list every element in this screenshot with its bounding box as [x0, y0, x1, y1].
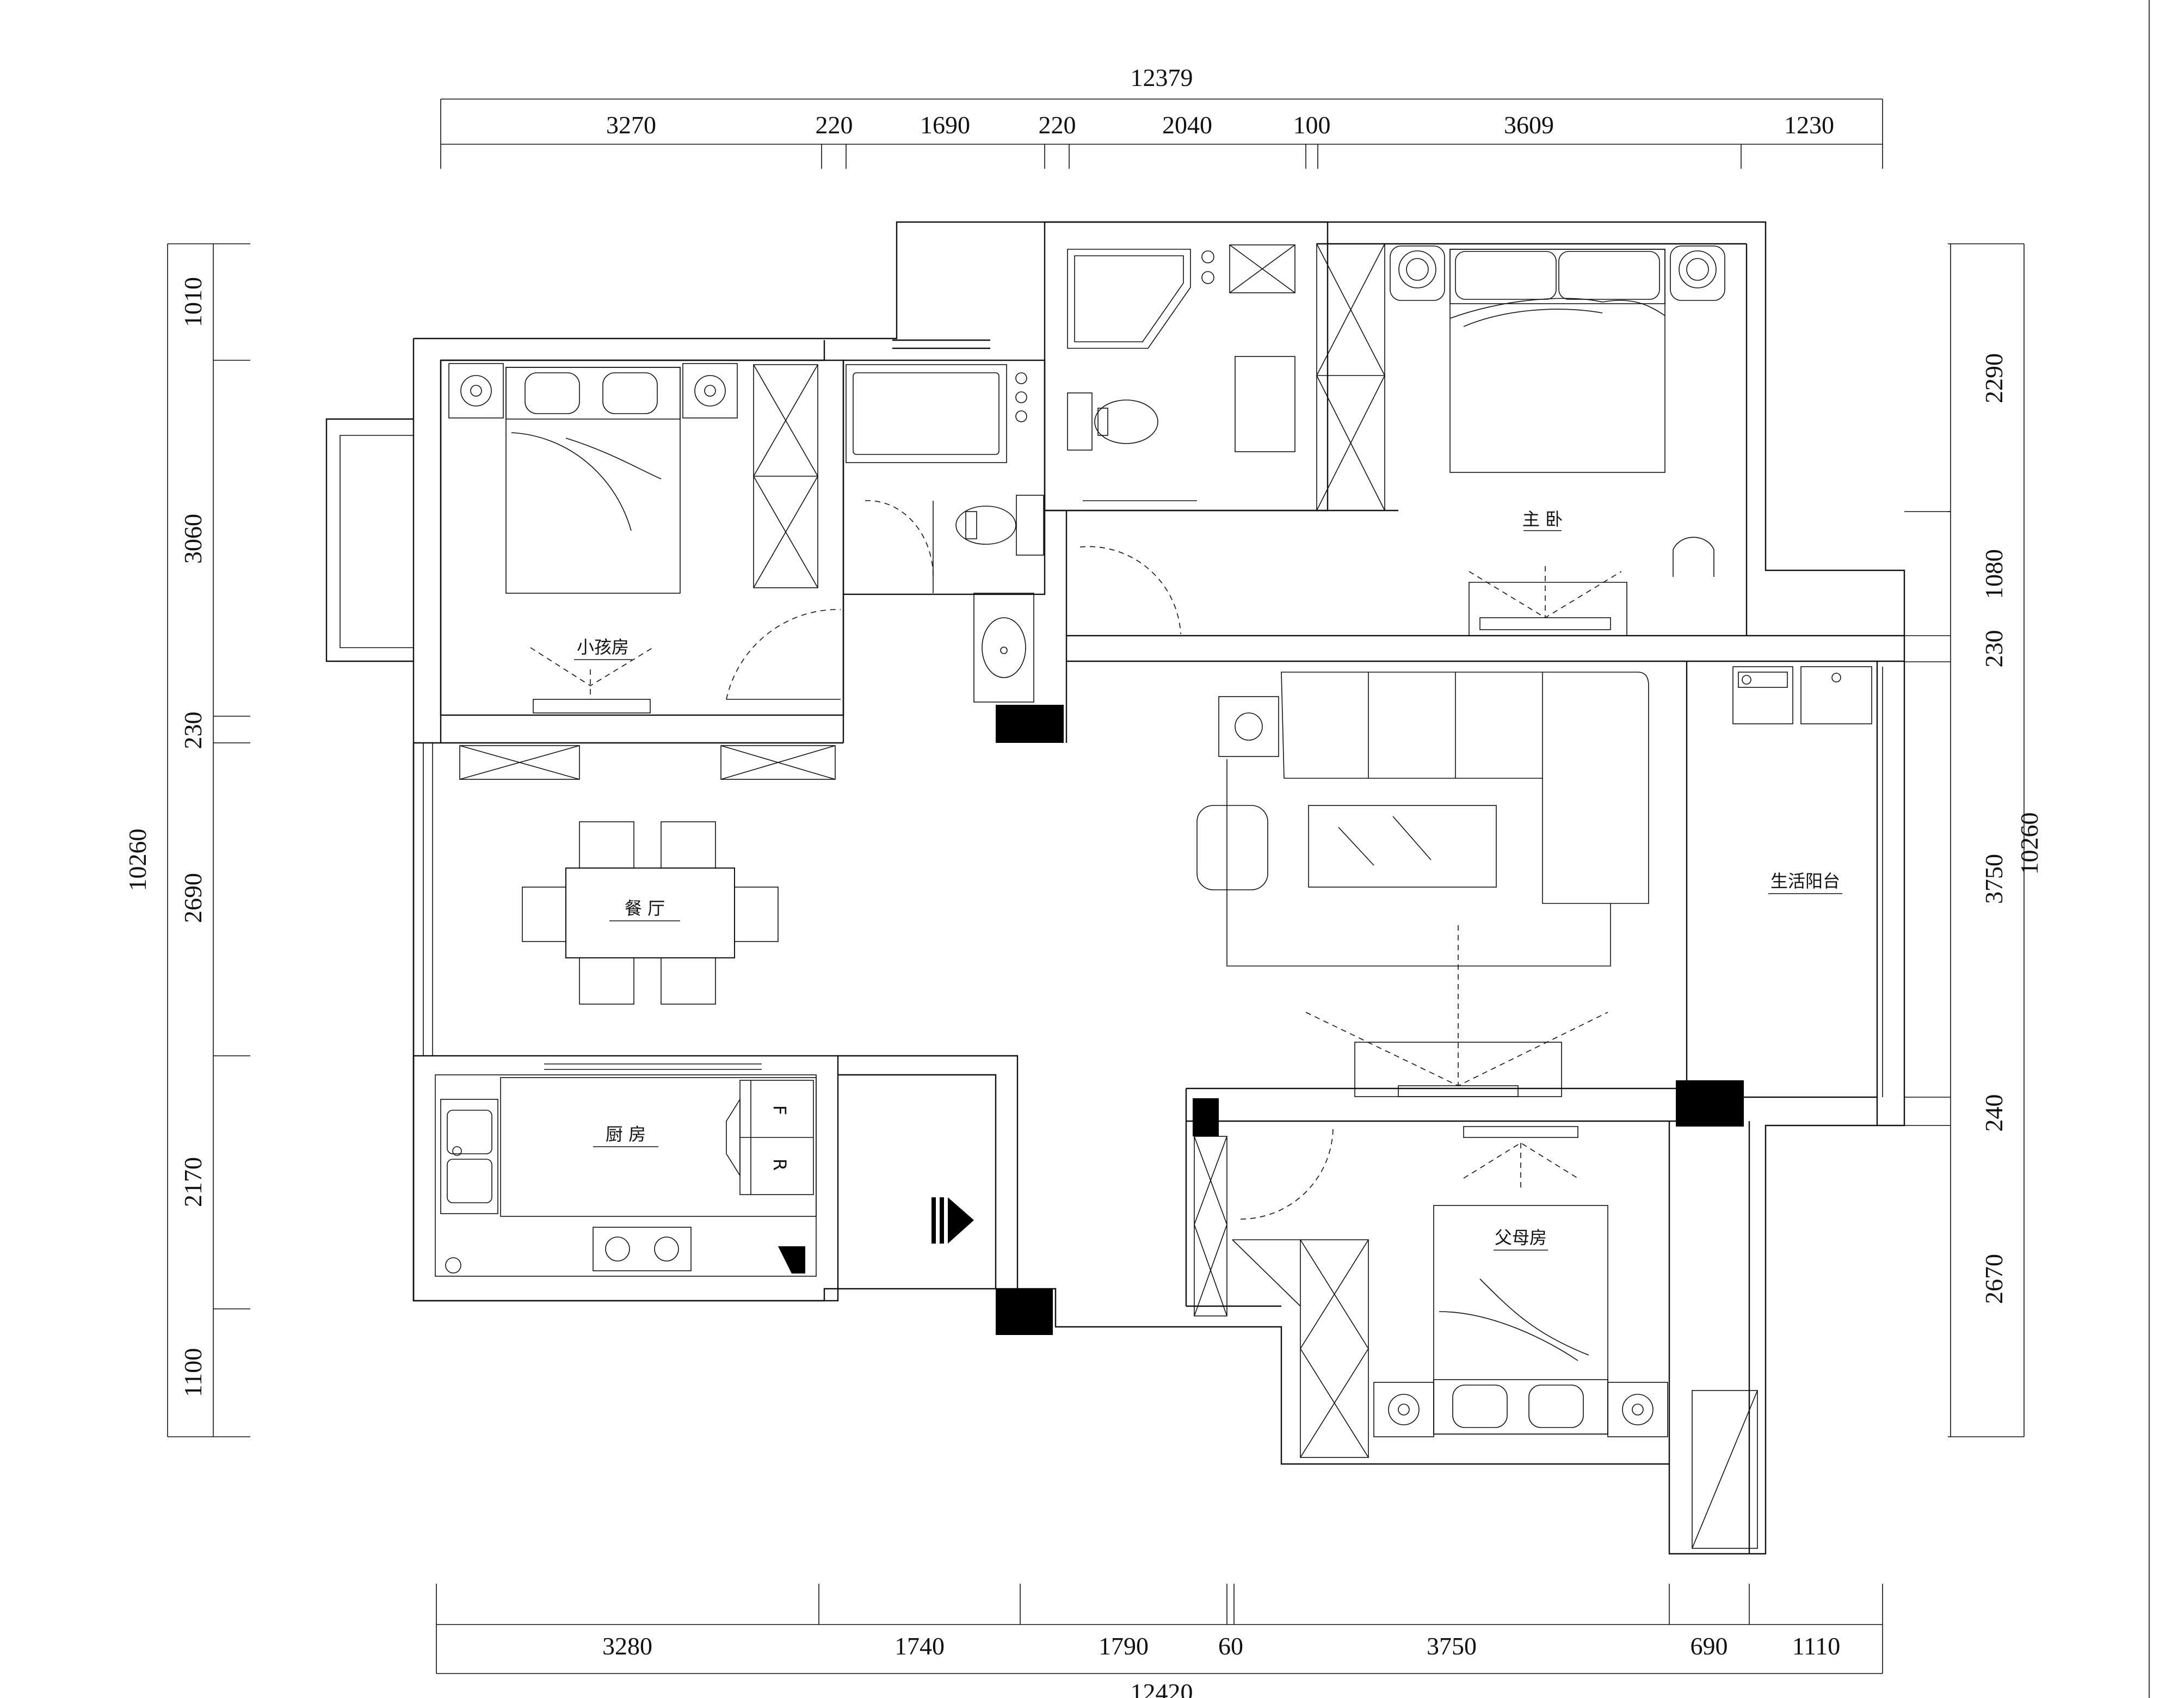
entrance-arrow-icon: [931, 1197, 974, 1244]
dim-left-6: 1100: [179, 1348, 207, 1397]
dim-left-3: 230: [179, 712, 207, 749]
room-label-dining: 餐 厅: [625, 898, 665, 919]
dim-bottom-5: 3750: [1427, 1632, 1477, 1660]
dim-top-4: 220: [1039, 111, 1076, 139]
room-label-parents: 父母房: [1495, 1227, 1547, 1248]
parents-tv-cabinet: [1463, 1126, 1578, 1192]
dim-top-5: 2040: [1162, 111, 1212, 139]
dim-bottom-4: 60: [1218, 1632, 1243, 1660]
dim-left-5: 2170: [179, 1157, 207, 1207]
dim-left-4: 2690: [179, 873, 207, 923]
child-room-bed: [448, 363, 738, 594]
dim-top-total: 12379: [1131, 64, 1193, 91]
dim-top-3: 1690: [920, 111, 970, 139]
parents-bed: [1373, 1205, 1668, 1437]
dim-left-1: 1010: [179, 277, 207, 327]
top-dimension-chain: 12379 3270 220 1690 220 2040 100 3609 12…: [440, 64, 1883, 169]
dim-bottom-3: 1790: [1099, 1632, 1149, 1660]
bottom-dimension-chain: 3280 1740 1790 60 3750 690 1110 12420: [436, 1584, 1883, 1698]
dim-top-2: 220: [816, 111, 853, 139]
dim-top-6: 100: [1293, 111, 1331, 139]
dim-bottom-7: 1110: [1792, 1632, 1841, 1660]
master-bath-fixtures: [1067, 249, 1295, 501]
service-balcony-fixtures: [1732, 666, 1883, 1097]
dim-right-4: 3750: [1980, 854, 2008, 904]
room-label-child: 小孩房: [577, 637, 629, 657]
dining-table: [522, 821, 779, 1005]
fridge-fridge-label: R: [769, 1159, 790, 1171]
dim-left-total: 10260: [124, 829, 151, 891]
structural-columns: [996, 705, 1744, 1335]
child-room-door-swing: [726, 609, 841, 700]
master-bath-door-swing: [1079, 546, 1181, 635]
dim-top-8: 1230: [1784, 111, 1834, 139]
dim-top-7: 3609: [1504, 111, 1554, 139]
dim-right-total: 10260: [2015, 813, 2043, 875]
dim-left-2: 3060: [179, 514, 207, 564]
wardrobes: [459, 243, 1758, 1549]
dim-bottom-2: 1740: [894, 1632, 945, 1660]
dim-right-6: 2670: [1980, 1254, 2008, 1304]
dim-right-5: 240: [1980, 1094, 2008, 1132]
interior-walls: [412, 221, 1904, 1554]
master-bed: [1390, 245, 1725, 473]
left-dimension-chain: 10260 1010 3060 230 2690 2170 1100: [124, 243, 250, 1437]
right-dimension-chain: 10260 2290 1080 230 3750 240 2670: [1904, 243, 2043, 1437]
living-room-sofa: [1196, 672, 1649, 967]
small-bathroom-fixtures: [846, 364, 1044, 703]
child-room-desk: [530, 647, 653, 713]
dim-bottom-total: 12420: [1131, 1678, 1193, 1698]
room-label-kitchen: 厨 房: [606, 1124, 646, 1145]
dim-right-1: 2290: [1980, 353, 2008, 403]
room-label-master: 主 卧: [1522, 509, 1563, 530]
kitchen-fixtures: F R: [440, 1077, 817, 1274]
dim-right-3: 230: [1980, 630, 2008, 668]
fridge-freezer-label: F: [769, 1105, 790, 1115]
dim-bottom-1: 3280: [602, 1632, 652, 1660]
outer-walls: [325, 221, 1905, 1555]
dim-bottom-6: 690: [1691, 1632, 1728, 1660]
living-room-tv-cabinet: [1305, 925, 1608, 1097]
dim-top-1: 3270: [606, 111, 656, 139]
parents-room-door-swing: [1240, 1126, 1334, 1220]
dim-right-2: 1080: [1980, 549, 2008, 599]
master-tv-cabinet: [1469, 537, 1714, 636]
room-label-balcony: 生活阳台: [1770, 871, 1840, 891]
